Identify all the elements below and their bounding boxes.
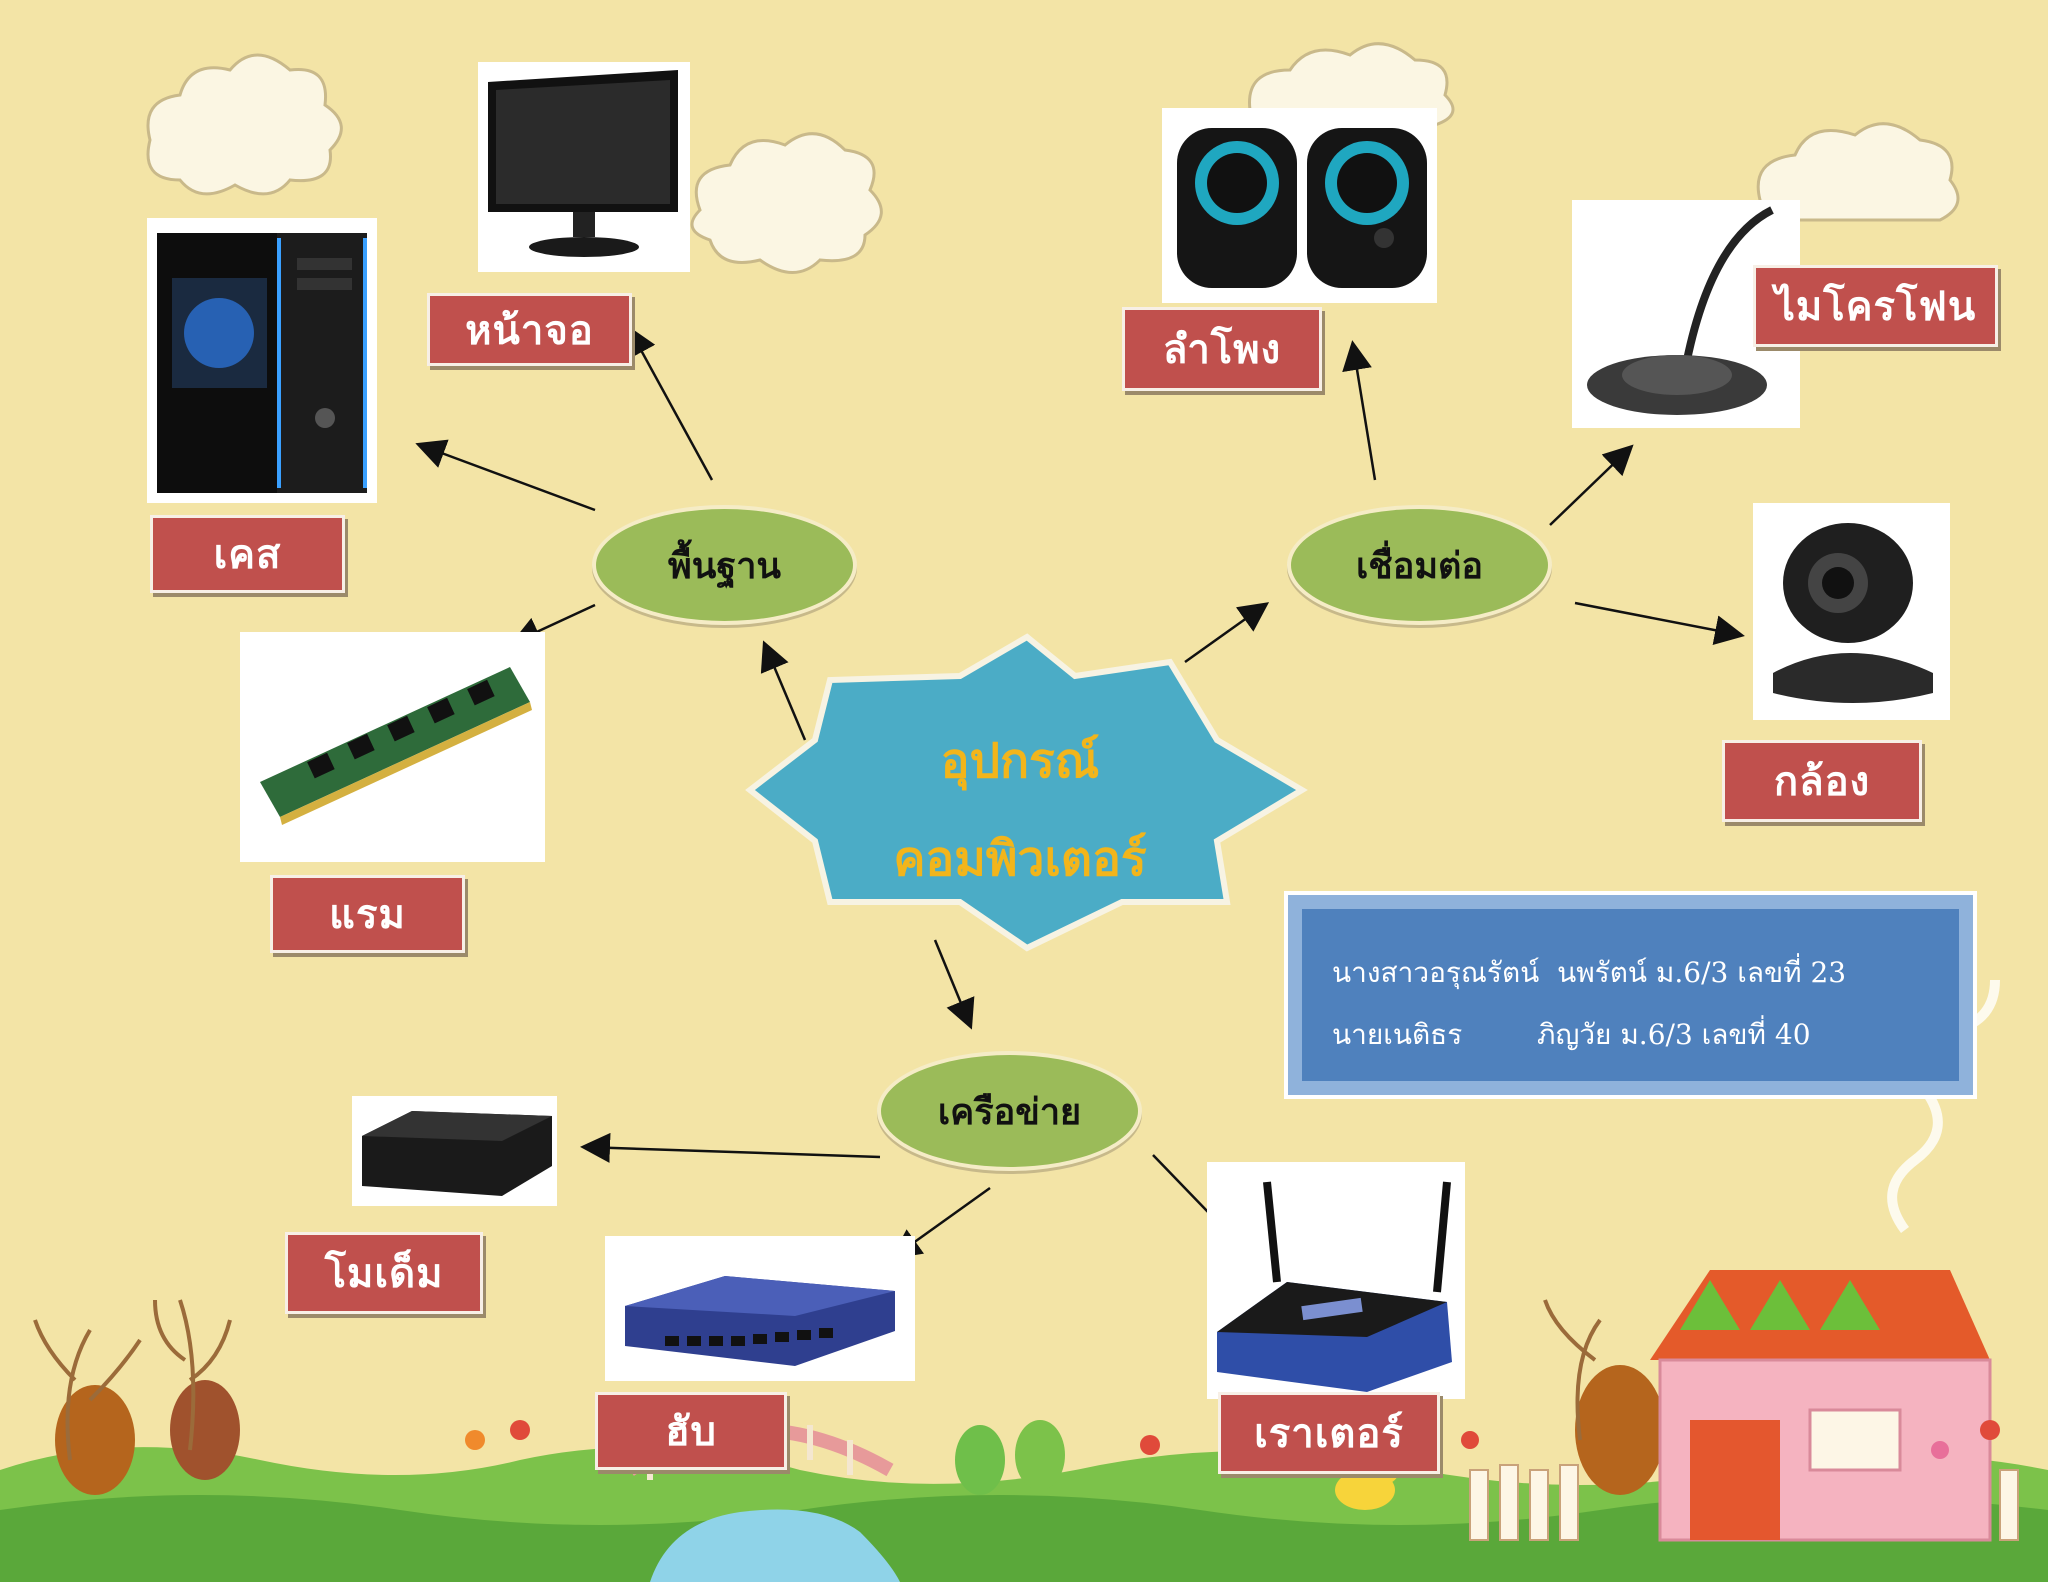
label-ram: แรม	[270, 875, 465, 953]
camera-image	[1753, 503, 1950, 720]
speaker-image	[1162, 108, 1437, 303]
cloud-icon	[148, 55, 341, 194]
label-router: เราเตอร์	[1218, 1392, 1440, 1474]
author-panel: นางสาวอรุณรัตน์ นพรัตน์ ม.6/3 เลขที่ 23 …	[1288, 895, 1973, 1095]
house-icon	[1650, 1270, 1990, 1540]
center-title: อุปกรณ์ คอมพิวเตอร์	[790, 712, 1250, 908]
author-line-1: นางสาวอรุณรัตน์ นพรัตน์ ม.6/3 เลขที่ 23	[1332, 951, 1846, 995]
hub-image	[605, 1236, 915, 1381]
center-title-line1: อุปกรณ์	[790, 712, 1250, 810]
author-line-2-name: นายเนติธร	[1332, 1013, 1462, 1057]
case-image	[147, 218, 377, 503]
group-oval-network: เครือข่าย	[877, 1051, 1142, 1171]
cloud-icon	[692, 134, 881, 273]
label-speaker: ลำโพง	[1122, 307, 1322, 391]
modem-image	[352, 1096, 557, 1206]
author-line-2-rest: ภิญวัย ม.6/3 เลขที่ 40	[1537, 1013, 1811, 1057]
center-title-line2: คอมพิวเตอร์	[790, 810, 1250, 908]
label-monitor: หน้าจอ	[427, 293, 632, 366]
label-microphone: ไมโครโฟน	[1753, 265, 1998, 347]
monitor-image	[478, 62, 690, 272]
label-camera: กล้อง	[1722, 740, 1922, 822]
router-image	[1207, 1162, 1465, 1399]
group-oval-connect: เชื่อมต่อ	[1287, 505, 1552, 625]
label-case: เคส	[150, 515, 345, 593]
group-oval-basic: พื้นฐาน	[592, 505, 857, 625]
ram-image	[240, 632, 545, 862]
label-hub: ฮับ	[595, 1392, 787, 1470]
label-modem: โมเด็ม	[285, 1232, 483, 1314]
